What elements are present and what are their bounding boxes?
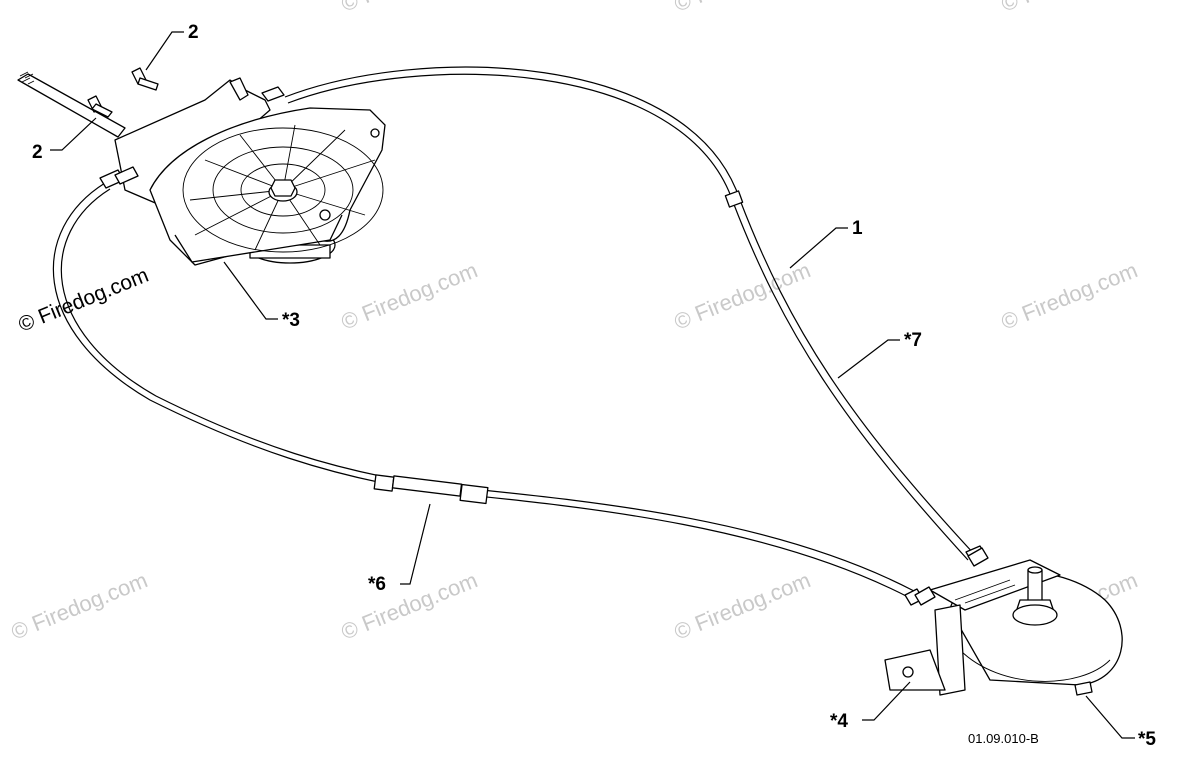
watermark-primary: © Firedog.com (15, 264, 152, 337)
callout-3: *3 (282, 310, 300, 331)
watermark: © Firedog.com (338, 257, 481, 334)
callout-5: *5 (1138, 729, 1156, 750)
callout-7: *7 (904, 330, 922, 351)
drawing-id: 01.09.010-B (968, 731, 1039, 746)
watermark: © Firedog.com (998, 0, 1141, 17)
callout-1: 1 (852, 218, 863, 239)
lower-bracket-assembly (884, 547, 1123, 696)
callouts: 2 2 *3 1 *7 *6 *4 *5 (32, 22, 1156, 750)
watermark: © Firedog.com (671, 567, 814, 644)
watermark: © Firedog.com (998, 257, 1141, 334)
callout-2-upper: 2 (188, 22, 199, 43)
callout-6: *6 (368, 574, 386, 595)
watermark-layer: © Firedog.com © Firedog.com © Firedog.co… (8, 0, 1141, 645)
watermark: © Firedog.com (338, 0, 481, 17)
callout-4: *4 (830, 711, 848, 732)
bolt-lower (87, 95, 113, 118)
watermark: © Firedog.com (671, 257, 814, 334)
watermark: © Firedog.com (338, 567, 481, 644)
watermark: © Firedog.com (8, 567, 151, 644)
callout-2-lower: 2 (32, 142, 43, 163)
shift-plate-assembly (17, 71, 386, 266)
watermark: © Firedog.com (671, 0, 814, 17)
bolt-upper (131, 67, 159, 91)
leader-lines (50, 31, 1135, 739)
